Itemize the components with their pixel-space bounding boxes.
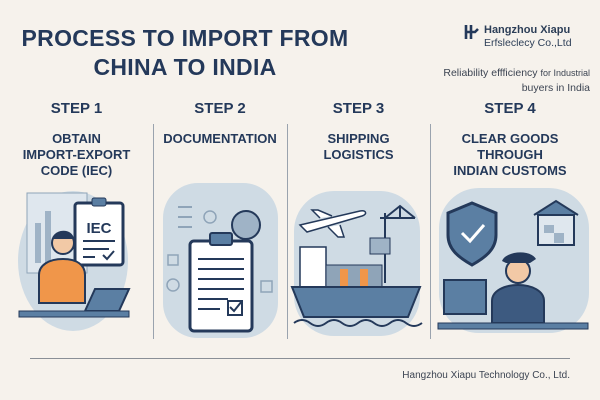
step-title-line: IMPORT-EXPORT: [22, 147, 131, 162]
tagline: Reliability effficiency for Industrial b…: [410, 66, 590, 96]
step-label: STEP 3: [332, 100, 385, 117]
step-title-line: LOGISTICS: [323, 147, 394, 162]
divider: [430, 124, 431, 339]
step-4: STEP 4 CLEAR GOODS THROUGH INDIAN CUSTOM…: [430, 100, 590, 179]
tagline-small: for Industrial: [540, 68, 590, 78]
title-line-1: PROCESS TO IMPORT FROM: [21, 25, 349, 51]
title-line-2: CHINA TO INDIA: [93, 54, 277, 80]
footer-divider: [30, 358, 570, 359]
divider: [287, 124, 288, 339]
step-label: STEP 2: [194, 100, 246, 117]
step-title: SHIPPING LOGISTICS: [287, 131, 430, 163]
iec-badge-text: IEC: [86, 220, 111, 237]
step-1: STEP 1 OBTAIN IMPORT-EXPORT CODE (IEC): [0, 100, 153, 179]
step-2: STEP 2 DOCUMENTATION: [153, 100, 287, 147]
step-title-line: DOCUMENTATION: [163, 131, 277, 146]
step-title: OBTAIN IMPORT-EXPORT CODE (IEC): [0, 131, 153, 179]
step-title-line: THROUGH: [477, 147, 543, 162]
step-title-line: SHIPPING: [327, 131, 390, 146]
divider: [153, 124, 154, 339]
iec-certificate-icon: IEC: [18, 191, 131, 331]
step-3: STEP 3 SHIPPING LOGISTICS: [287, 100, 430, 163]
step-label: STEP 1: [50, 100, 103, 117]
step-title-line: INDIAN CUSTOMS: [453, 163, 567, 178]
logo-h-icon: [464, 25, 479, 39]
step-title-line: CODE (IEC): [40, 163, 113, 178]
company-logo: Hangzhou Xiapu Erfsleclecy Co.,Ltd: [464, 24, 572, 50]
ship-plane-icon: [290, 191, 423, 336]
step-title-line: OBTAIN: [52, 131, 101, 146]
logo-name: Hangzhou Xiapu: [484, 24, 571, 36]
logo-subname: Erfsleclecy Co.,Ltd: [484, 37, 572, 49]
tagline-main: Reliability effficiency: [443, 67, 538, 79]
step-title: DOCUMENTATION: [153, 131, 287, 147]
tagline-line-2: buyers in India: [521, 82, 590, 94]
footer-company-name: Hangzhou Xiapu Technology Co., Ltd.: [402, 370, 570, 381]
step-title: CLEAR GOODS THROUGH INDIAN CUSTOMS: [430, 131, 590, 179]
step-label: STEP 4: [484, 100, 536, 117]
step-title-line: CLEAR GOODS: [461, 131, 559, 146]
customs-officer-icon: [437, 188, 589, 333]
clipboard-documents-icon: [163, 183, 278, 338]
page-title: PROCESS TO IMPORT FROM CHINA TO INDIA: [20, 24, 350, 82]
